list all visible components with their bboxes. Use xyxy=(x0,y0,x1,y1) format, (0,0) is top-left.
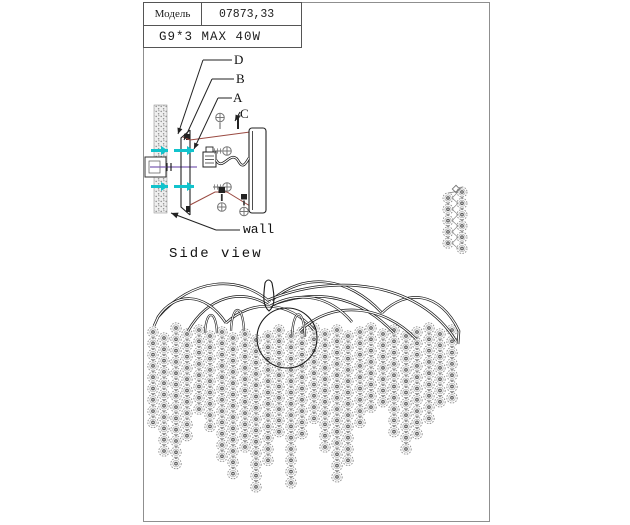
title-block-row-model: Модель 07873,33 xyxy=(144,3,301,26)
side-view-caption: Side view xyxy=(169,246,263,262)
lamp-spec-cell: G9*3 MAX 40W xyxy=(159,29,262,44)
wall-label: wall xyxy=(243,222,275,237)
model-value-cell: 07873,33 xyxy=(219,7,275,21)
part-label-c: C xyxy=(240,106,249,121)
part-label-a: A xyxy=(233,90,243,105)
part-label-b: B xyxy=(236,71,245,86)
sheet-frame xyxy=(143,2,490,522)
part-label-d: D xyxy=(234,52,244,67)
model-label-cell: Модель xyxy=(144,3,202,25)
title-block-table: Модель 07873,33 G9*3 MAX 40W xyxy=(143,2,302,48)
